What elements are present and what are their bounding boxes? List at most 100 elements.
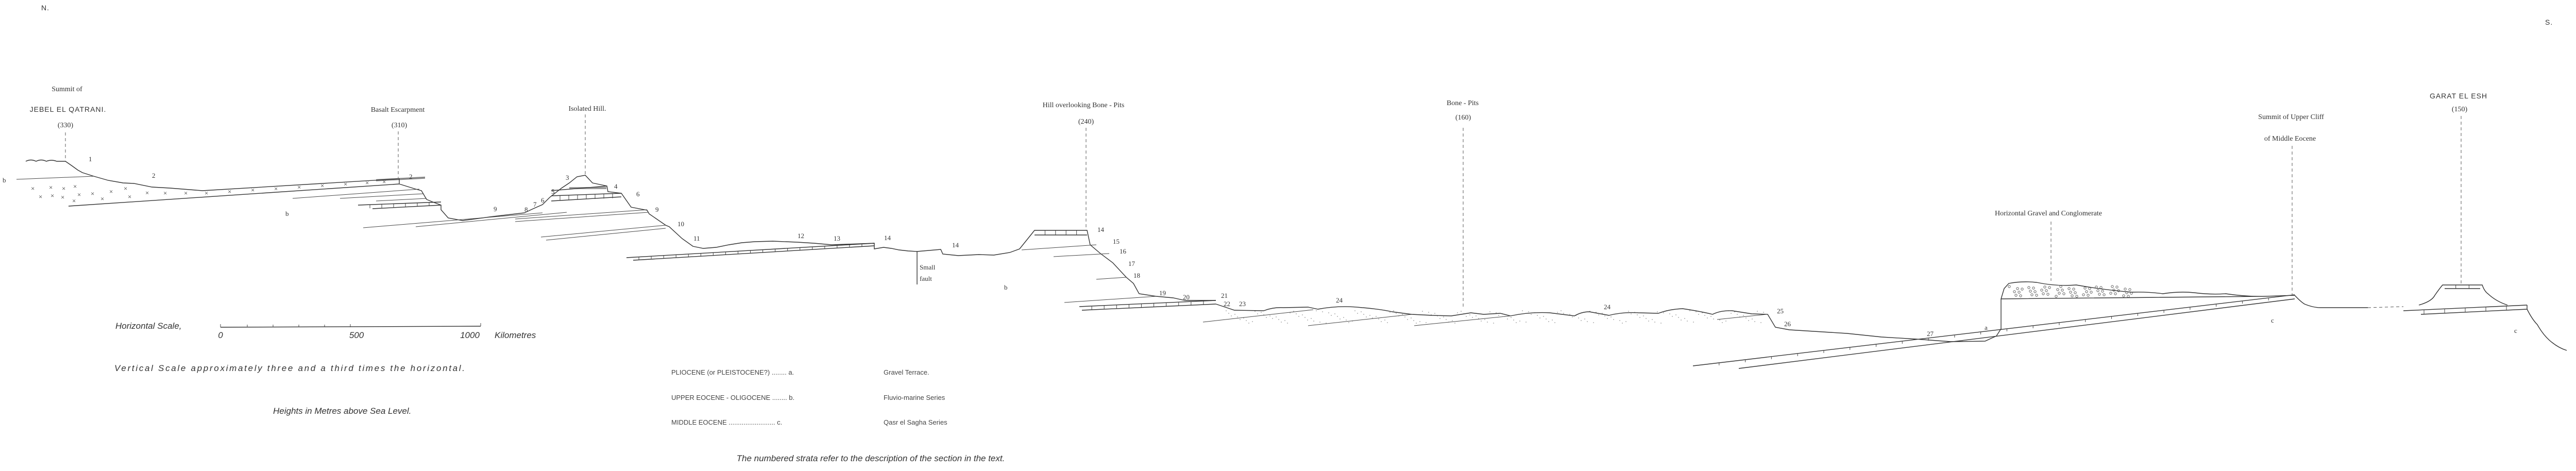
sand-dot: [1543, 316, 1544, 317]
sand-dot: [1361, 311, 1362, 312]
sand-dot: [1675, 314, 1676, 315]
basalt-cross-mark: ×: [320, 182, 324, 190]
conglomerate-pebble: [2033, 290, 2037, 293]
sand-dot: [1484, 319, 1485, 320]
stratum-number: 24: [1336, 296, 1343, 304]
sand-dot: [1255, 311, 1256, 312]
conglomerate-pebble: [2109, 292, 2112, 295]
sand-dot: [1304, 317, 1306, 318]
conglomerate-pebble: [2088, 287, 2091, 290]
conglomerate-pebble: [2035, 294, 2038, 297]
sand-dot: [1354, 310, 1355, 311]
sand-dot: [1619, 320, 1620, 321]
sand-dot: [1572, 316, 1573, 317]
basalt-cross-mark: ×: [344, 180, 347, 188]
vertical-scale-note: Vertical Scale approximately three and a…: [114, 363, 465, 373]
stratum-number: 12: [798, 232, 804, 240]
conglomerate-pebble: [2014, 294, 2018, 297]
stratum-number: 21: [1221, 292, 1228, 299]
basalt-height: (310): [392, 122, 408, 129]
sand-dot: [1725, 321, 1726, 322]
sand-dot: [1376, 316, 1377, 317]
sand-dot: [1537, 315, 1538, 316]
sand-dot: [1681, 319, 1682, 321]
conglomerate-pebble: [2103, 293, 2106, 296]
stratum-number: 5: [551, 188, 555, 195]
stratum-number: 11: [693, 234, 700, 242]
conglomerate-pebble: [2115, 285, 2119, 289]
garat-label: GARAT EL ESH: [2430, 92, 2487, 100]
basalt-cross-mark: ×: [49, 183, 53, 191]
stratum-number: 6: [541, 196, 545, 204]
heights-note: Heights in Metres above Sea Level.: [273, 406, 411, 416]
sand-dot: [1493, 323, 1494, 324]
sand-dot: [1378, 318, 1379, 319]
conglomerate-pebble: [2030, 293, 2033, 296]
sand-dot: [1613, 319, 1614, 320]
conglomerate-pebble: [2128, 288, 2131, 291]
sand-dot: [1554, 322, 1555, 323]
sand-dot: [1452, 320, 1453, 321]
stratum-number: 9: [655, 206, 659, 213]
sand-dot: [1461, 311, 1462, 312]
rock-patterns: [369, 176, 2507, 365]
sand-dot: [1446, 319, 1447, 320]
basalt-cross-mark: ×: [184, 189, 188, 197]
conglomerate-pebble: [2008, 285, 2011, 288]
basalt-cross-mark: ×: [72, 197, 76, 205]
terrain-profile-south: [2294, 295, 2368, 308]
conglomerate-pebble: [2111, 285, 2114, 288]
conglomerate-pebble: [2027, 286, 2030, 289]
sand-dot: [1513, 319, 1514, 321]
sand-dot: [1428, 312, 1429, 313]
sand-dot: [1654, 322, 1655, 323]
conglomerate-pebble: [2016, 287, 2019, 290]
sand-dot: [1531, 314, 1532, 315]
sand-dot: [1719, 319, 1720, 321]
sand-dot: [1637, 314, 1638, 315]
sand-dot: [1593, 322, 1594, 323]
stratum-number: 2: [152, 172, 156, 179]
sand-dot: [1326, 323, 1327, 324]
sand-dot: [1487, 322, 1488, 323]
series-letter-b: b: [1004, 283, 1008, 291]
conglomerate-pebble: [2072, 288, 2075, 291]
basalt-cross-mark: ×: [128, 193, 131, 200]
sand-dot: [1466, 316, 1467, 317]
legend-period-a: PLIOCENE (or PLEISTOCENE?) ........ a.: [671, 368, 794, 376]
sand-dot: [1625, 321, 1626, 322]
terrain-profile-middle: [1215, 299, 2002, 342]
sand-dot: [1745, 317, 1747, 318]
sand-dot: [1319, 322, 1320, 323]
strata-lines: [16, 176, 2528, 369]
sand-dot: [1516, 322, 1517, 323]
sand-dot: [1457, 312, 1458, 313]
sand-dot: [1411, 317, 1412, 318]
stratum-number: 4: [614, 182, 618, 190]
conglomerate-pebble: [2124, 288, 2127, 291]
stratum-number: 23: [1239, 300, 1246, 308]
sand-dot: [1416, 323, 1417, 324]
sand-dot: [1581, 320, 1582, 321]
conglomerate-pebble: [2021, 288, 2024, 291]
sand-dot: [1407, 319, 1408, 320]
gravel-band: [376, 176, 425, 181]
sand-dot: [1454, 323, 1455, 324]
sand-dot: [1381, 321, 1382, 322]
jebel-height: (330): [58, 122, 74, 129]
sand-dot: [1231, 315, 1232, 316]
legend-period-b: UPPER EOCENE - OLIGOCENE ........ b.: [671, 394, 794, 401]
sand-dot: [1287, 323, 1288, 324]
sand-dot: [1337, 316, 1338, 317]
sand-dot: [1557, 312, 1558, 313]
sand-dot: [1284, 320, 1285, 321]
conglomerate-pebble: [2018, 291, 2021, 294]
sand-dot: [1707, 317, 1708, 318]
conglomerate-pebble: [2032, 287, 2035, 290]
basalt-cross-mark: ×: [109, 188, 113, 195]
sand-dot: [1710, 316, 1711, 317]
sand-dot: [1272, 318, 1273, 319]
conglomerate-pebble: [2101, 290, 2104, 293]
sand-dot: [1478, 318, 1479, 319]
sand-dot: [1602, 313, 1603, 314]
